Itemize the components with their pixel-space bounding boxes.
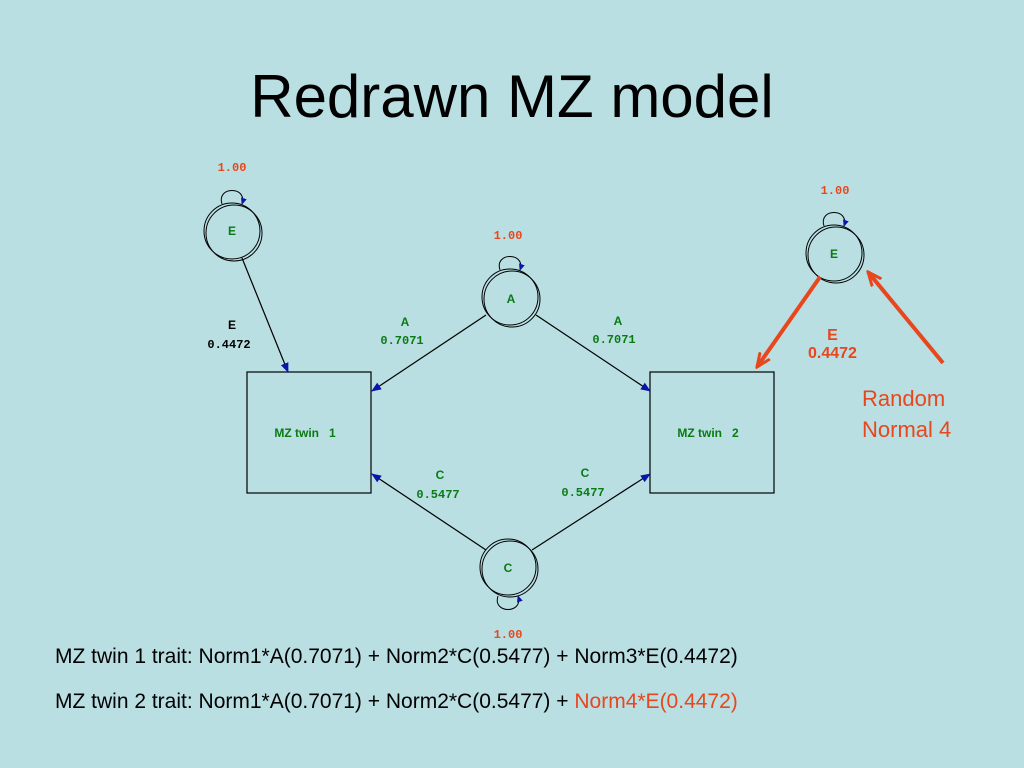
c1-path-value: 0.5477: [416, 488, 459, 502]
c1-path-label: C: [436, 468, 445, 482]
twin2-box: MZ twin 2: [649, 371, 775, 494]
e1-path-value: 0.4472: [207, 338, 250, 352]
twin1-label: MZ twin 1: [274, 426, 336, 440]
latent-a: A 1.00: [481, 229, 541, 328]
twin2-label: MZ twin 2: [677, 426, 739, 440]
e2-variance: 1.00: [821, 184, 850, 198]
latent-e2: E 1.00: [805, 184, 865, 284]
c2-path-value: 0.5477: [561, 486, 604, 500]
e2-path-value: 0.4472: [808, 345, 857, 362]
a2-path-value: 0.7071: [592, 333, 635, 347]
equation-twin2-prefix: MZ twin 2 trait: Norm1*A(0.7071) + Norm2…: [55, 690, 575, 713]
path-a-twin2: [535, 314, 651, 392]
a1-path-label: A: [401, 315, 410, 329]
path-e2-twin2: [757, 275, 822, 367]
e2-label: E: [830, 247, 838, 261]
a1-path-value: 0.7071: [380, 334, 423, 348]
c-variance: 1.00: [494, 628, 523, 642]
path-a-twin1: [371, 314, 487, 392]
c-label: C: [504, 561, 513, 575]
path-e1-twin1: [241, 257, 289, 373]
random-normal-annotation: Random Normal 4: [862, 383, 951, 445]
c2-path-label: C: [581, 466, 590, 480]
equation-twin1: MZ twin 1 trait: Norm1*A(0.7071) + Norm2…: [55, 645, 738, 668]
latent-e1: E 1.00: [203, 161, 263, 262]
annotation-line1: Random: [862, 386, 946, 411]
a-label: A: [507, 292, 516, 306]
path-c-twin1: [371, 473, 487, 551]
a-variance: 1.00: [494, 229, 523, 243]
e2-path-label-block: E 0.4472: [808, 327, 857, 363]
a2-path-label: A: [614, 314, 623, 328]
equation-twin2-highlight: Norm4*E(0.4472): [574, 690, 738, 713]
e1-variance: 1.00: [218, 161, 247, 175]
path-c-twin2: [531, 473, 651, 551]
random-normal-arrow: [868, 272, 945, 365]
twin1-box: MZ twin 1: [246, 371, 372, 494]
e2-path-label: E: [827, 327, 838, 344]
e1-path-label: E: [228, 318, 236, 332]
equation-twin2: MZ twin 2 trait: Norm1*A(0.7071) + Norm2…: [55, 690, 738, 714]
page-title: Redrawn MZ model: [250, 63, 774, 130]
e1-label: E: [228, 224, 236, 238]
latent-c: C 1.00: [479, 538, 539, 642]
annotation-line2: Normal 4: [862, 417, 952, 442]
